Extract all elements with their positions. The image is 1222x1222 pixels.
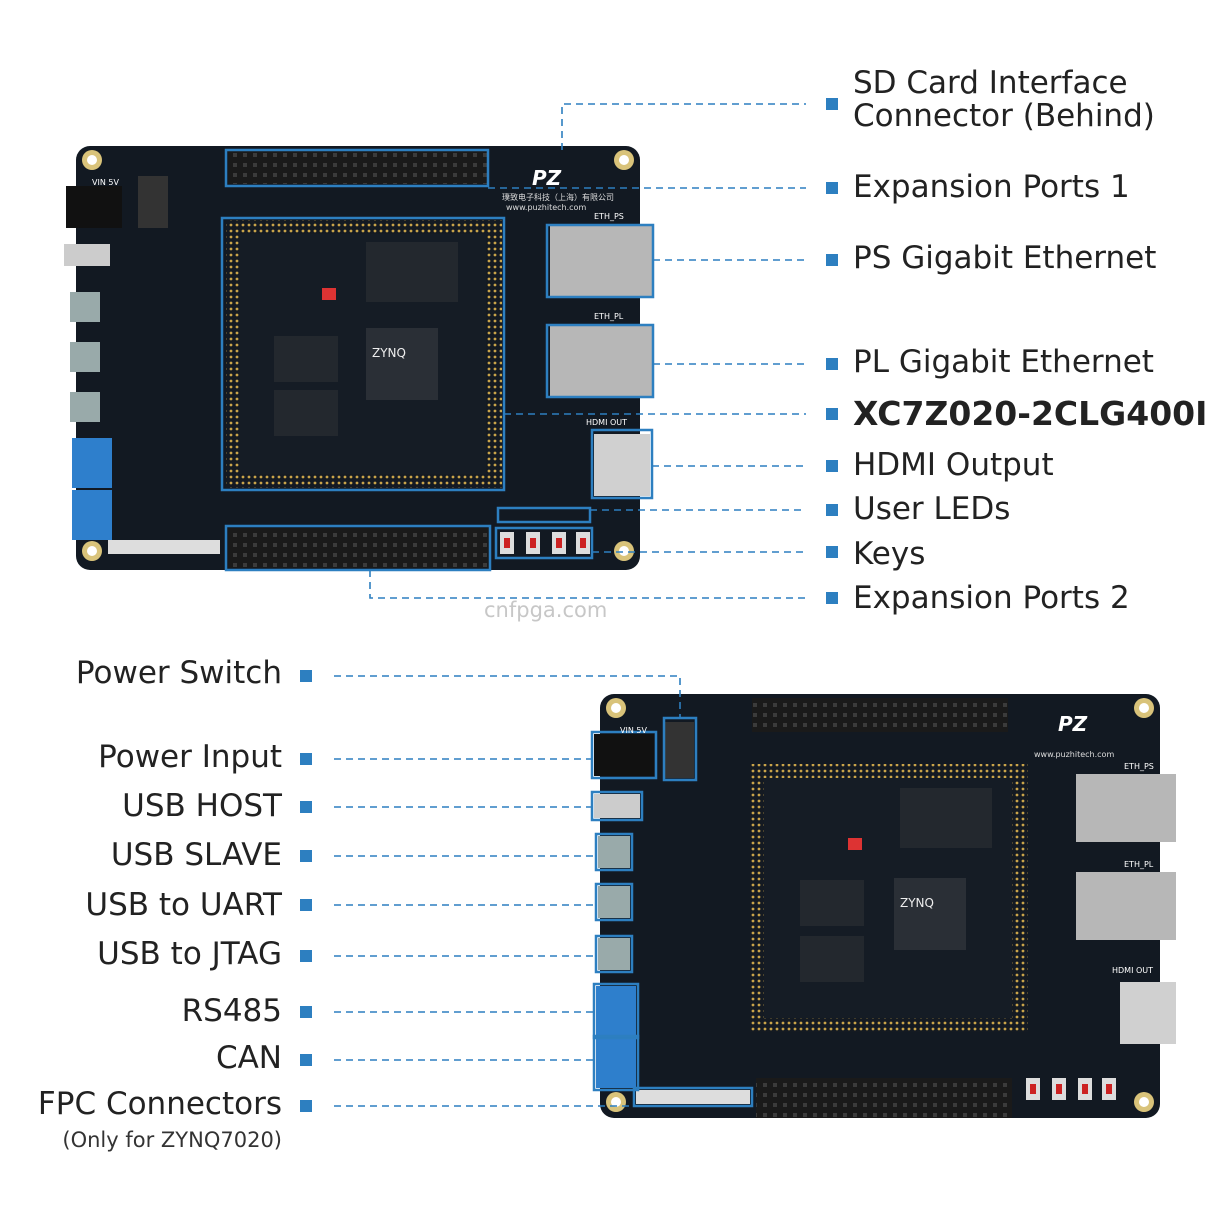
bullet-usb-uart: [300, 899, 312, 911]
label-expansion-1: Expansion Ports 1: [853, 169, 1130, 205]
bullet-power-input: [300, 753, 312, 765]
bullet-can: [300, 1054, 312, 1066]
bottom-eth-pl: ETH_PL: [1124, 860, 1154, 869]
label-fpc: FPC Connectors: [37, 1086, 282, 1122]
bottom-board: [594, 694, 1176, 1118]
label-power-switch: Power Switch: [75, 655, 282, 691]
bottom-highlight-boxes: [590, 716, 754, 1108]
bullet-rs485: [300, 1006, 312, 1018]
watermark: cnfpga.com: [484, 598, 608, 622]
top-leader-lines: [369, 103, 806, 599]
bullet-usb-host: [300, 801, 312, 813]
bullet-fpc: [300, 1100, 312, 1112]
top-board-logo: PZ: [532, 166, 562, 190]
label-expansion-2: Expansion Ports 2: [853, 580, 1130, 616]
bottom-leader-lines: [334, 675, 681, 1107]
label-keys: Keys: [853, 536, 926, 572]
label-sd-card: SD Card Interface Connector (Behind): [853, 65, 1155, 135]
label-usb-jtag: USB to JTAG: [97, 936, 282, 972]
label-pl-ethernet: PL Gigabit Ethernet: [853, 344, 1154, 380]
label-usb-host: USB HOST: [122, 788, 282, 824]
bullet-expansion-1: [826, 182, 838, 194]
bullet-ps-ethernet: [826, 254, 838, 266]
bottom-hdmi-out: HDMI OUT: [1112, 966, 1154, 975]
bottom-chip-brand: ZYNQ: [900, 896, 934, 910]
top-board: [64, 146, 652, 570]
bullet-sd-card: [826, 98, 838, 110]
bottom-board-logo: PZ: [1058, 712, 1088, 736]
label-chip: XC7Z020-2CLG400I: [853, 394, 1208, 433]
bullet-expansion-2: [826, 592, 838, 604]
top-board-company: 璞致电子科技（上海）有限公司: [502, 193, 614, 202]
bullet-power-switch: [300, 670, 312, 682]
bottom-eth-ps: ETH_PS: [1124, 762, 1154, 771]
top-highlight-boxes: [220, 148, 655, 572]
bottom-board-website: www.puzhitech.com: [1034, 750, 1115, 759]
top-eth-pl: ETH_PL: [594, 312, 624, 321]
bullet-hdmi: [826, 460, 838, 472]
label-usb-slave: USB SLAVE: [110, 837, 282, 873]
bullet-chip: [826, 408, 838, 420]
bullet-user-leds: [826, 504, 838, 516]
label-can: CAN: [215, 1040, 282, 1076]
label-ps-ethernet: PS Gigabit Ethernet: [853, 240, 1157, 276]
bullet-usb-jtag: [300, 950, 312, 962]
label-power-input: Power Input: [98, 739, 282, 775]
label-hdmi: HDMI Output: [853, 447, 1054, 483]
bullet-keys: [826, 546, 838, 558]
top-chip-brand: ZYNQ: [372, 346, 406, 360]
top-hdmi-out: HDMI OUT: [586, 418, 628, 427]
top-board-website: www.puzhitech.com: [506, 203, 587, 212]
fpc-note: (Only for ZYNQ7020): [62, 1128, 282, 1152]
bottom-vin: VIN 5V: [620, 726, 647, 735]
top-vin: VIN 5V: [92, 178, 119, 187]
top-eth-ps: ETH_PS: [594, 212, 624, 221]
bullet-usb-slave: [300, 850, 312, 862]
label-user-leds: User LEDs: [853, 491, 1011, 527]
label-rs485: RS485: [181, 993, 282, 1029]
bullet-pl-ethernet: [826, 358, 838, 370]
label-usb-uart: USB to UART: [85, 887, 282, 923]
